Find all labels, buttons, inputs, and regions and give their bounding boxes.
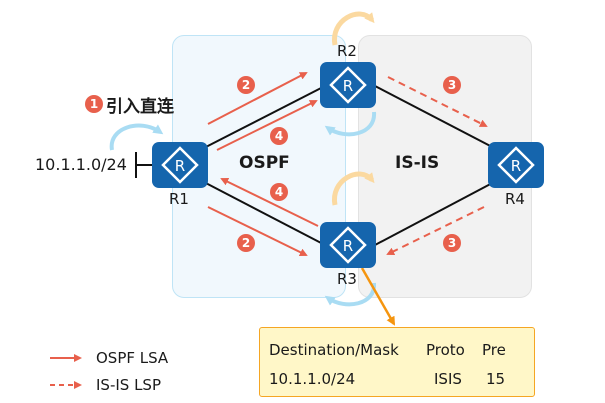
import-direct-title: 引入直连 (106, 97, 174, 117)
table-cell-pre: 15 (486, 370, 506, 388)
lsp-arrow-step3-r4-r3 (386, 206, 485, 255)
network-prefix: 10.1.1.0/24 (35, 155, 127, 174)
router-r1[interactable]: R (152, 142, 208, 188)
isis-area-label: IS-IS (395, 153, 440, 173)
table-cell-proto: ISIS (434, 370, 462, 388)
route-table: Destination/Mask Proto Pre 10.1.1.0/24 I… (259, 327, 535, 397)
router-r2[interactable]: R (320, 62, 376, 108)
svg-text:R: R (175, 157, 185, 175)
router-label-r3: R3 (337, 270, 357, 288)
svg-text:R: R (511, 157, 521, 175)
redistribute-arrow-r2-bottom (324, 111, 377, 137)
router-icon: R (497, 146, 535, 184)
legend-ospf-lsa: OSPF LSA (96, 349, 169, 367)
step-badge-2-lower: 2 (237, 234, 255, 252)
svg-text:R: R (343, 77, 353, 95)
import-arrow-r1 (109, 123, 164, 151)
step-badge-4-lower: 4 (270, 183, 288, 201)
lsa-arrow-step2-r1-r2 (207, 72, 308, 125)
link-r1-r2 (199, 85, 326, 151)
router-r3[interactable]: R (320, 222, 376, 268)
lsa-arrow-step2-r1-r3 (207, 206, 308, 256)
router-icon: R (161, 146, 199, 184)
callout-arrow-r3-table (360, 267, 396, 326)
table-header-destination: Destination/Mask (269, 341, 399, 359)
link-r1-r3 (199, 179, 326, 246)
redistribute-arrow-r3-top (332, 171, 375, 206)
table-header-pre: Pre (482, 341, 506, 359)
router-r4[interactable]: R (488, 142, 544, 188)
step-badge-1: 1 (85, 95, 103, 113)
legend-isis-lsp: IS-IS LSP (96, 376, 161, 394)
redistribute-arrow-r2-top (332, 11, 375, 46)
svg-text:R: R (343, 237, 353, 255)
lsa-arrow-step4-r1-r2 (216, 100, 318, 151)
router-icon: R (329, 226, 367, 264)
link-r3-r4 (374, 179, 499, 246)
router-label-r2: R2 (337, 42, 357, 60)
table-header-proto: Proto (426, 341, 465, 359)
table-cell-destination: 10.1.1.0/24 (269, 370, 356, 388)
lsp-arrow-step3-r2-r4 (387, 76, 488, 127)
step-badge-4-upper: 4 (270, 127, 288, 145)
router-label-r1: R1 (169, 190, 189, 208)
router-label-r4: R4 (505, 190, 525, 208)
ospf-area-label: OSPF (239, 153, 290, 173)
link-r2-r4 (374, 85, 499, 151)
step-badge-2-upper: 2 (237, 76, 255, 94)
lsa-arrow-step4-r3-r1 (220, 178, 319, 227)
router-icon: R (329, 66, 367, 104)
step-badge-3-upper: 3 (443, 76, 461, 94)
step-badge-3-lower: 3 (443, 234, 461, 252)
